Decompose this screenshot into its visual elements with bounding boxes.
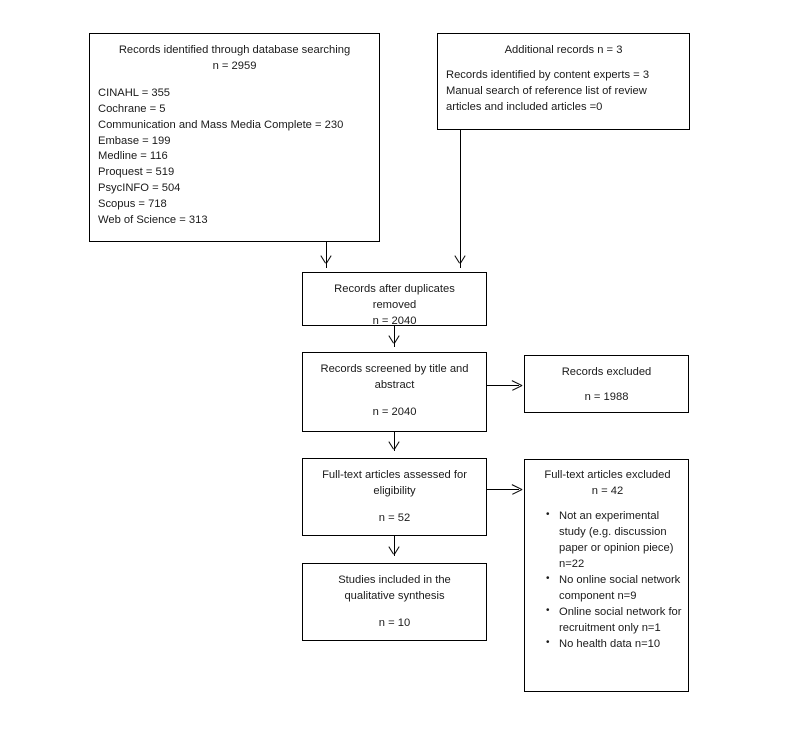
box-records-excluded: Records excluded n = 1988 <box>524 355 689 413</box>
connector-fulltext-assessed-to-included <box>394 536 395 556</box>
exclusion-reason-item: No online social network component n=9 <box>546 572 682 604</box>
source-web-of-science: Web of Science = 313 <box>98 214 208 227</box>
records-excluded-count: n = 1988 <box>584 390 629 403</box>
connector-screened-to-fulltext-assessed <box>394 432 395 451</box>
fulltext-assessed-line-1: Full-text articles assessed for <box>322 469 467 481</box>
additional-records-line-1: Records identified by content experts = … <box>446 68 650 81</box>
included-line-1: Studies included in the <box>338 574 451 586</box>
duplicates-removed-count: n = 2040 <box>372 314 417 327</box>
connector-screened-to-records-excluded <box>487 385 519 386</box>
exclusion-reason-item: Not an experimental study (e.g. discussi… <box>546 508 682 572</box>
database-search-count: n = 2959 <box>212 59 257 72</box>
screened-line-2: abstract <box>374 378 415 391</box>
box-fulltext-assessed: Full-text articles assessed for eligibil… <box>302 458 487 536</box>
source-cinahl: CINAHL = 355 <box>98 86 171 99</box>
spacer <box>311 394 478 405</box>
box-records-screened: Records screened by title and abstract n… <box>302 352 487 432</box>
spacer <box>98 75 371 86</box>
additional-records-line-2: Manual search of reference list of revie… <box>446 84 647 97</box>
fulltext-excluded-reason-list: Not an experimental study (e.g. discussi… <box>533 508 682 652</box>
fulltext-excluded-title: Full-text articles excluded <box>544 469 671 481</box>
source-proquest: Proquest = 519 <box>98 166 175 179</box>
included-count: n = 10 <box>378 616 411 629</box>
connector-database-search-to-duplicates <box>326 242 327 268</box>
database-search-title: Records identified through database sear… <box>118 44 351 56</box>
spacer <box>533 381 680 390</box>
duplicates-removed-line-1: Records after duplicates <box>334 283 455 295</box>
box-records-after-duplicates-removed: Records after duplicates removed n = 204… <box>302 272 487 327</box>
source-communication-mass-media-complete: Communication and Mass Media Complete = … <box>98 118 344 131</box>
connector-additional-records-to-duplicates <box>460 130 461 268</box>
screened-line-1: Records screened by title and <box>320 363 469 375</box>
spacer <box>311 605 478 616</box>
box-fulltext-excluded: Full-text articles excluded n = 42 Not a… <box>524 459 689 692</box>
box-studies-included: Studies included in the qualitative synt… <box>302 563 487 641</box>
source-cochrane: Cochrane = 5 <box>98 102 166 115</box>
fulltext-excluded-count: n = 42 <box>591 484 624 497</box>
source-scopus: Scopus = 718 <box>98 198 167 211</box>
box-additional-records: Additional records n = 3 Records identif… <box>437 33 690 130</box>
box-records-identified-database-searching: Records identified through database sear… <box>89 33 380 242</box>
source-medline: Medline = 116 <box>98 150 168 163</box>
records-excluded-title: Records excluded <box>561 366 652 378</box>
fulltext-assessed-count: n = 52 <box>378 511 411 524</box>
exclusion-reason-item: Online social network for recruitment on… <box>546 604 682 636</box>
included-line-2: qualitative synthesis <box>344 589 445 602</box>
connector-fulltext-assessed-to-fulltext-excluded <box>487 489 519 490</box>
source-embase: Embase = 199 <box>98 134 171 147</box>
connector-duplicates-to-screened <box>394 326 395 347</box>
additional-records-line-3: articles and included articles =0 <box>446 100 603 113</box>
additional-records-title: Additional records n = 3 <box>504 44 623 56</box>
duplicates-removed-line-2: removed <box>372 298 417 311</box>
spacer <box>311 500 478 511</box>
spacer <box>446 59 681 68</box>
source-psycinfo: PsycINFO = 504 <box>98 182 181 195</box>
exclusion-reason-item: No health data n=10 <box>546 636 682 652</box>
screened-count: n = 2040 <box>372 405 417 418</box>
fulltext-assessed-line-2: eligibility <box>373 484 416 497</box>
